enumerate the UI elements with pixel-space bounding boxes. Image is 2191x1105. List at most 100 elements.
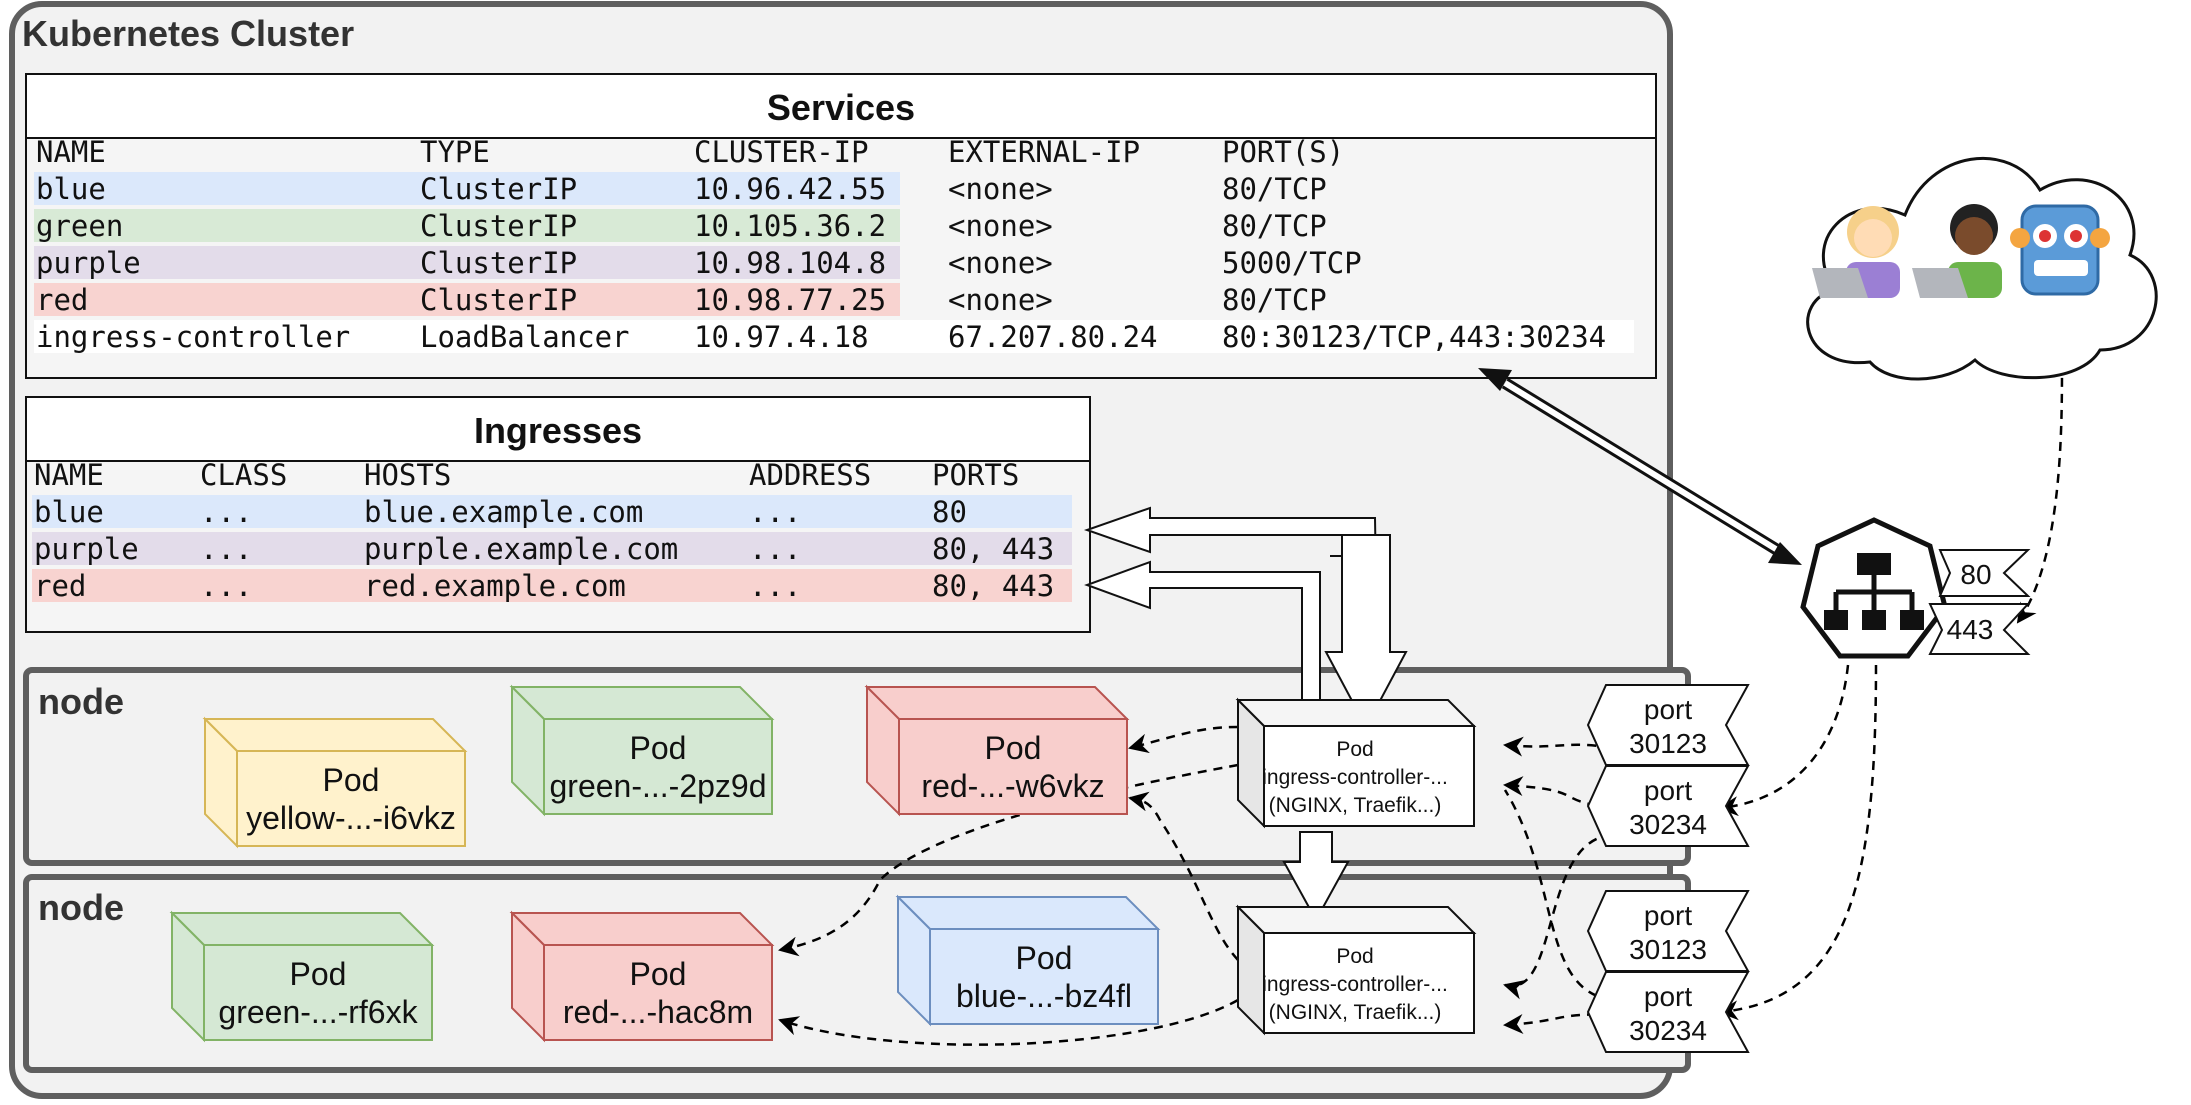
pod-box-top — [509, 686, 775, 720]
pod-box-front — [543, 718, 773, 815]
node-port-number: 30123 — [1629, 934, 1707, 965]
services-row-bg — [34, 172, 900, 205]
services-cell: 80/TCP — [1222, 209, 1327, 243]
ingresses-cell: ... — [749, 569, 801, 603]
services-row-bg — [34, 320, 1634, 353]
services-header-cell: CLUSTER-IP — [694, 135, 869, 169]
pod-box-top — [864, 686, 1130, 720]
ingresses-header-cell: ADDRESS — [749, 458, 871, 492]
pod-box-front — [898, 718, 1128, 815]
node-port-word: port — [1644, 775, 1692, 806]
ingresses-header-cell: NAME — [34, 458, 104, 492]
services-cell: ClusterIP — [420, 209, 577, 243]
ingresses-title: Ingresses — [474, 410, 642, 451]
services-title: Services — [767, 87, 915, 128]
services-row-bg — [34, 283, 900, 316]
ingresses-table: Ingresses NAME CLASS HOSTS ADDRESS PORTS blue… — [25, 396, 1091, 633]
services-cell: 10.105.36.2 — [694, 209, 886, 243]
pod-name-label: Pod — [290, 956, 347, 992]
services-cell: 67.207.80.24 — [948, 320, 1158, 354]
services-header-cell: NAME — [36, 135, 106, 169]
ingresses-header-cell: CLASS — [200, 458, 287, 492]
services-cell: LoadBalancer — [420, 320, 630, 354]
pod-name-label: Pod — [1016, 940, 1073, 976]
services-row-bg — [34, 246, 900, 279]
lb-port-80: 80 — [1960, 559, 1991, 590]
ingresses-cell: purple — [34, 532, 139, 566]
lb-service-link — [1478, 368, 1802, 565]
pod-id-label: red-...-hac8m — [563, 994, 753, 1030]
ingresses-cell: ... — [200, 495, 252, 529]
services-cell: blue — [36, 172, 106, 206]
ingress-pod-id: ingress-controller-... — [1262, 766, 1448, 789]
services-header-cell: EXTERNAL-IP — [948, 135, 1140, 169]
node-label-1: node — [38, 681, 124, 722]
pod-box-top — [895, 896, 1161, 930]
ingress-pod-top — [1235, 699, 1477, 727]
node-port-number: 30234 — [1629, 809, 1707, 840]
pod-box-front — [236, 750, 466, 847]
services-cell: green — [36, 209, 123, 243]
ingress-pod-front — [1263, 725, 1475, 827]
node-port-tag-shape — [1586, 971, 1750, 1053]
ingresses-cell: 80, 443 — [932, 532, 1054, 566]
ingress-pod-impl: (NGINX, Traefik...) — [1269, 1001, 1442, 1024]
cloud-with-users-icon — [1806, 156, 2158, 381]
cluster-title: Kubernetes Cluster — [22, 13, 354, 54]
ingresses-cell: 80 — [932, 495, 967, 529]
ingresses-cell: red.example.com — [364, 569, 626, 603]
ingresses-row-bg — [32, 495, 1072, 528]
services-cell: 5000/TCP — [1222, 246, 1362, 280]
pod-id-label: green-...-rf6xk — [218, 994, 418, 1030]
node-port-number: 30234 — [1629, 1015, 1707, 1046]
pod-id-label: green-...-2pz9d — [549, 768, 766, 804]
services-cell: <none> — [948, 209, 1053, 243]
services-header-cell: TYPE — [420, 135, 490, 169]
services-cell: ClusterIP — [420, 283, 577, 317]
node-label-2: node — [38, 887, 124, 928]
lb-port-tags: 80 443 — [1928, 549, 2031, 655]
ingress-pod-id: ingress-controller-... — [1262, 973, 1448, 996]
pod-id-label: blue-...-bz4fl — [956, 978, 1132, 1014]
network-hierarchy-icon — [1800, 517, 1948, 659]
traffic-paths — [778, 361, 2064, 1046]
ingresses-header-cell: HOSTS — [364, 458, 451, 492]
pod-name-label: Pod — [323, 762, 380, 798]
lb-port-443: 443 — [1947, 614, 1994, 645]
node-port-word: port — [1644, 694, 1692, 725]
services-cell: 80:30123/TCP,443:30234 — [1222, 320, 1606, 354]
pod-box-top — [202, 718, 468, 752]
ingress-pod-name: Pod — [1336, 738, 1373, 761]
ingresses-row-bg — [32, 532, 1072, 565]
pod-box-front — [543, 944, 773, 1041]
services-cell: <none> — [948, 283, 1053, 317]
ingresses-cell: ... — [749, 532, 801, 566]
robot-icon — [2010, 204, 2110, 296]
services-cell: ClusterIP — [420, 172, 577, 206]
ingresses-cell: red — [34, 569, 86, 603]
pod-box-top — [509, 912, 775, 946]
node-port-word: port — [1644, 981, 1692, 1012]
pod-box-top — [169, 912, 435, 946]
services-cell: 10.98.104.8 — [694, 246, 886, 280]
pod-id-label: red-...-w6vkz — [921, 768, 1104, 804]
services-cell: 80/TCP — [1222, 172, 1327, 206]
services-cell: purple — [36, 246, 141, 280]
services-cell: 80/TCP — [1222, 283, 1327, 317]
services-cell: <none> — [948, 246, 1053, 280]
services-row-bg — [34, 209, 900, 242]
ingresses-cell: blue.example.com — [364, 495, 643, 529]
ingresses-header-cell: PORTS — [932, 458, 1019, 492]
node-port-tag-shape — [1586, 765, 1750, 847]
